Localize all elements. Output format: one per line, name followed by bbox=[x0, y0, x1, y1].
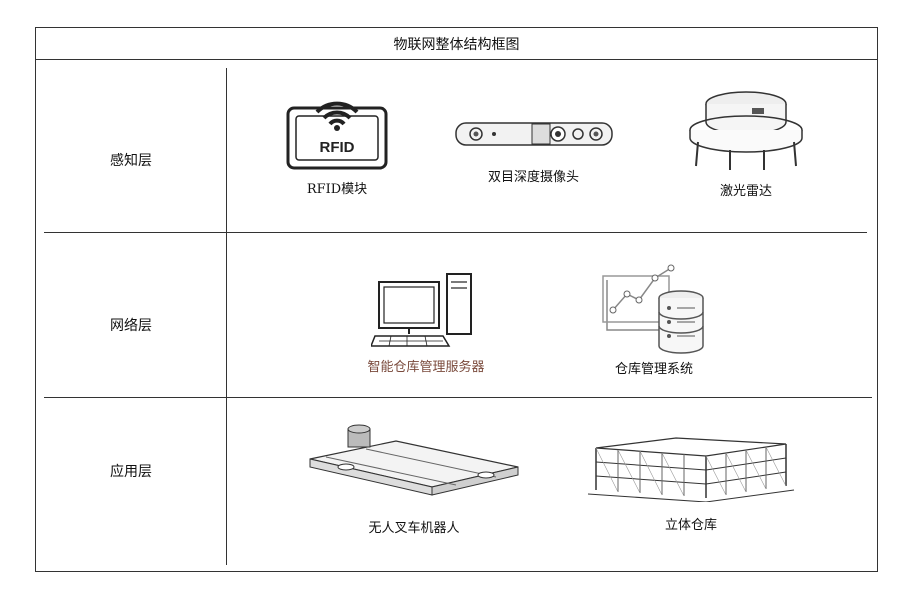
stereo-depth-camera-icon bbox=[454, 122, 613, 146]
caption-3d-warehouse: 立体仓库 bbox=[664, 518, 717, 533]
database-analytics-icon bbox=[602, 264, 704, 354]
caption-server: 智能仓库管理服务器 bbox=[367, 360, 485, 375]
lidar-icon bbox=[689, 91, 803, 170]
device-lidar: 激光雷达 bbox=[676, 86, 816, 199]
device-forklift-robot: 无人叉车机器人 bbox=[294, 423, 534, 536]
device-3d-warehouse: 立体仓库 bbox=[581, 436, 801, 533]
row-divider-2 bbox=[44, 397, 872, 398]
device-server: 智能仓库管理服务器 bbox=[356, 270, 496, 375]
device-rfid: RFID RFID模块 bbox=[272, 90, 402, 197]
layer-label-network: 网络层 bbox=[110, 318, 152, 334]
column-divider bbox=[226, 68, 227, 565]
diagram-title: 物联网整体结构框图 bbox=[36, 28, 877, 60]
rfid-module-icon: RFID bbox=[286, 101, 388, 170]
caption-wms: 仓库管理系统 bbox=[614, 362, 693, 377]
desktop-computer-icon bbox=[371, 273, 472, 347]
layer-label-application: 应用层 bbox=[110, 464, 152, 480]
forklift-robot-icon bbox=[309, 424, 519, 496]
device-wms: 仓库管理系统 bbox=[584, 262, 724, 377]
diagram-frame: 物联网整体结构框图 感知层 网络层 应用层 RFID RFID模块 bbox=[35, 27, 878, 572]
row-divider-1 bbox=[44, 232, 867, 233]
caption-lidar: 激光雷达 bbox=[719, 184, 772, 199]
caption-stereo-camera: 双目深度摄像头 bbox=[487, 170, 579, 185]
device-stereo-camera: 双目深度摄像头 bbox=[446, 120, 621, 185]
3d-warehouse-rack-icon bbox=[587, 437, 795, 502]
rfid-label: RFID bbox=[320, 139, 355, 156]
caption-forklift-robot: 无人叉车机器人 bbox=[368, 521, 460, 536]
layer-label-perception: 感知层 bbox=[110, 153, 152, 169]
caption-rfid: RFID模块 bbox=[306, 182, 368, 197]
